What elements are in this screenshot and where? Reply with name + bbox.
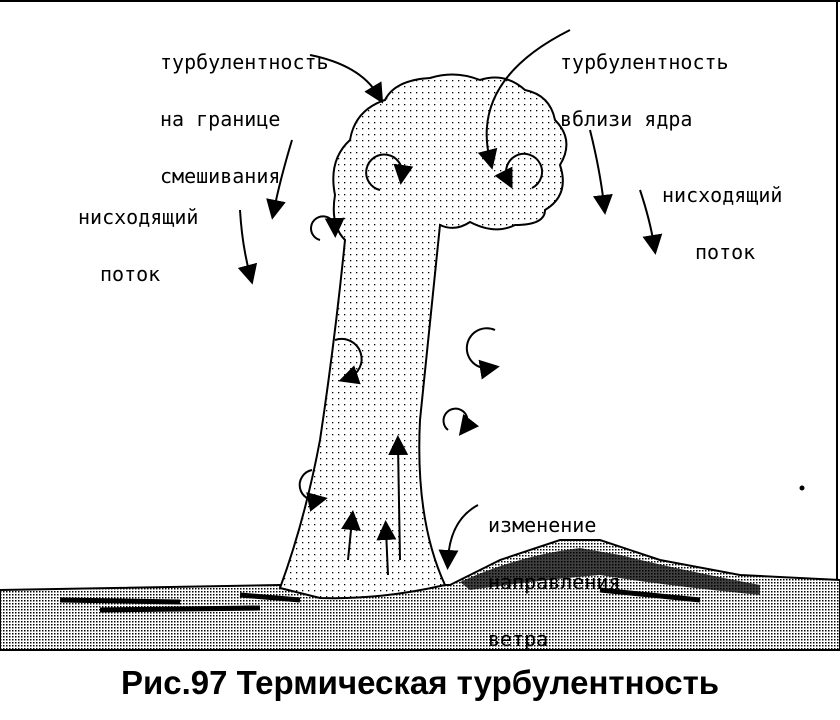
label-line: поток [100, 262, 161, 286]
downdraft-arrow [589, 129, 613, 215]
updraft-arrow [376, 520, 397, 576]
eddy-icon [494, 152, 544, 189]
eddy-icon [310, 215, 345, 241]
hill-shading [460, 548, 760, 595]
eddy-icon [334, 337, 363, 385]
eddy-icon [465, 327, 500, 380]
updraft-arrow [341, 510, 361, 561]
label-downdraft-right: нисходящий поток [662, 148, 782, 281]
label-line: смешивания [160, 164, 281, 188]
thermal-column [278, 73, 568, 600]
label-line: нисходящий [78, 205, 199, 229]
eddy-icon [442, 407, 480, 436]
label-mixing-boundary: турбулентность на границе смешивания [160, 15, 329, 205]
label-line: турбулентность [560, 50, 729, 74]
label-wind-change: изменение направления ветра [488, 478, 620, 668]
label-line: турбулентность [160, 50, 329, 74]
core-pointer-arrow [477, 29, 571, 170]
speck [799, 485, 805, 491]
downdraft-arrow [237, 209, 258, 285]
label-line: изменение [488, 513, 597, 537]
label-line: на границе [160, 107, 281, 131]
eddy-icon [365, 153, 414, 191]
label-downdraft-left: нисходящий поток [78, 170, 198, 303]
label-line: вблизи ядра [560, 107, 693, 131]
downdraft-arrow [266, 139, 293, 220]
label-line: ветра [488, 627, 549, 651]
downdraft-arrow [639, 189, 663, 255]
eddy-icon [298, 469, 328, 512]
figure-caption: Рис.97 Термическая турбулентность [120, 664, 720, 701]
label-line: поток [695, 240, 756, 264]
updraft-arrow [388, 435, 409, 561]
label-line: нисходящий [662, 183, 783, 207]
label-near-core: турбулентность вблизи ядра [560, 15, 729, 148]
wind-pointer-arrow [438, 504, 479, 570]
ground-streaks [59, 587, 701, 613]
mixing-pointer-arrow [309, 54, 384, 104]
label-line: направления [488, 570, 621, 594]
